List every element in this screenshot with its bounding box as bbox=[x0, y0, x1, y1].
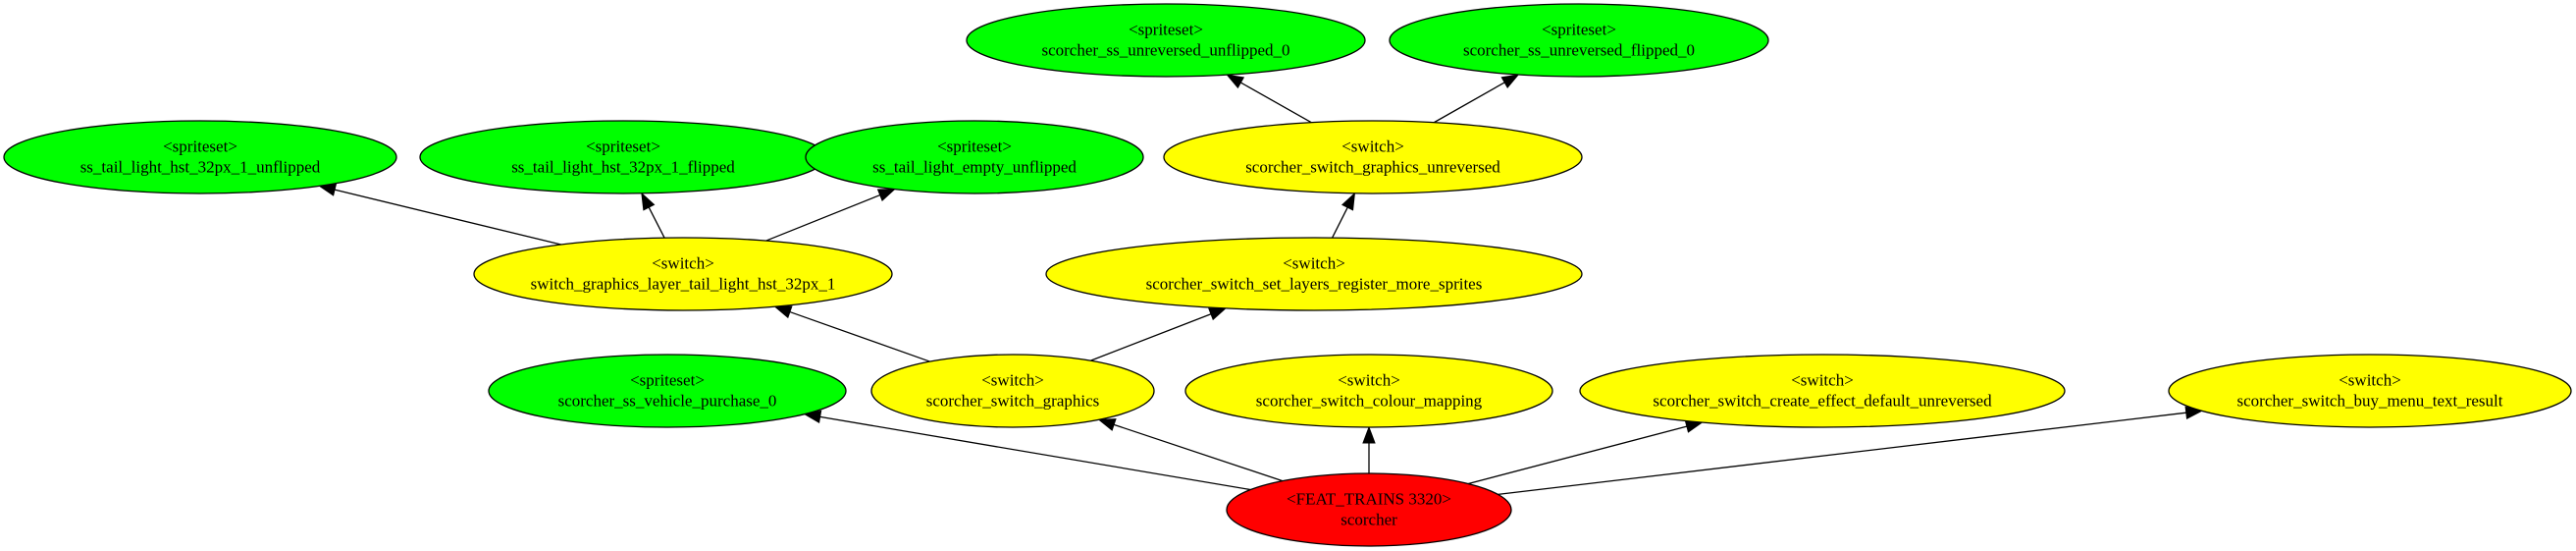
edge-line bbox=[1090, 313, 1212, 361]
node-name-label: scorcher_switch_colour_mapping bbox=[1256, 392, 1483, 411]
edge-line bbox=[789, 310, 930, 362]
node-kind-label: <spriteset> bbox=[1129, 21, 1203, 39]
spriteset-ellipse bbox=[1389, 3, 1769, 78]
edge-line bbox=[1240, 82, 1312, 124]
edge-sw_graphics-to-sw_set_layers bbox=[1090, 307, 1228, 361]
node-sw-layer-tail: <switch> switch_graphics_layer_tail_light… bbox=[473, 237, 893, 311]
node-kind-label: <switch> bbox=[1338, 371, 1400, 390]
node-sw-graphics-unrev: <switch> scorcher_switch_graphics_unrever… bbox=[1163, 120, 1583, 194]
arrowhead bbox=[1097, 418, 1117, 431]
switch-ellipse bbox=[2168, 354, 2572, 428]
spriteset-ellipse bbox=[3, 120, 397, 194]
node-kind-label: <spriteset> bbox=[1542, 21, 1616, 39]
arrowhead bbox=[1208, 307, 1228, 321]
node-name-label: ss_tail_light_hst_32px_1_unflipped bbox=[80, 158, 321, 177]
node-kind-label: <switch> bbox=[652, 254, 714, 273]
arrowhead bbox=[876, 189, 896, 201]
edge-sw_layer_tail-to-ss_tail_unflipped bbox=[318, 183, 561, 246]
node-kind-label: <FEAT_TRAINS 3320> bbox=[1287, 490, 1451, 509]
node-kind-label: <spriteset> bbox=[937, 138, 1012, 156]
node-ss-purchase: <spriteset> scorcher_ss_vehicle_purchase_… bbox=[488, 354, 847, 428]
node-name-label: scorcher_switch_graphics bbox=[926, 392, 1100, 411]
node-kind-label: <switch> bbox=[2339, 371, 2401, 390]
nodes-layer: <spriteset> scorcher_ss_unreversed_unflip… bbox=[3, 3, 2572, 547]
node-kind-label: <spriteset> bbox=[163, 138, 237, 156]
node-name-label: scorcher bbox=[1341, 511, 1397, 529]
edge-sw_graphics-to-sw_layer_tail bbox=[773, 305, 930, 362]
node-sw-buy-menu: <switch> scorcher_switch_buy_menu_text_re… bbox=[2168, 354, 2572, 428]
edge-line bbox=[1332, 206, 1348, 239]
arrowhead bbox=[641, 192, 656, 211]
node-kind-label: <switch> bbox=[1791, 371, 1854, 390]
node-root: <FEAT_TRAINS 3320> scorcher bbox=[1226, 472, 1512, 547]
arrowhead bbox=[773, 305, 793, 319]
switch-ellipse bbox=[1184, 354, 1553, 428]
edge-root-to-sw_graphics bbox=[1097, 418, 1284, 482]
node-kind-label: <spriteset> bbox=[630, 371, 705, 390]
node-ss-tail-empty: <spriteset> ss_tail_light_empty_unflipped bbox=[805, 120, 1144, 194]
node-name-label: scorcher_switch_buy_menu_text_result bbox=[2237, 392, 2503, 411]
node-name-label: ss_tail_light_hst_32px_1_flipped bbox=[511, 158, 735, 177]
arrowhead bbox=[1500, 74, 1520, 89]
arrowhead bbox=[1362, 425, 1376, 444]
node-ss-tail-flipped: <spriteset> ss_tail_light_hst_32px_1_flip… bbox=[419, 120, 827, 194]
spriteset-ellipse bbox=[488, 354, 847, 428]
edge-sw_layer_tail-to-ss_tail_empty bbox=[765, 189, 896, 242]
arrowhead bbox=[1341, 192, 1356, 211]
edge-root-to-sw_colour bbox=[1362, 425, 1376, 473]
node-sw-set-layers: <switch> scorcher_switch_set_layers_regis… bbox=[1045, 237, 1583, 311]
node-name-label: scorcher_switch_set_layers_register_more… bbox=[1146, 275, 1483, 294]
node-name-label: scorcher_switch_graphics_unreversed bbox=[1245, 158, 1500, 177]
node-kind-label: <switch> bbox=[981, 371, 1044, 390]
node-sw-colour: <switch> scorcher_switch_colour_mapping bbox=[1184, 354, 1553, 428]
edge-line bbox=[1113, 423, 1284, 482]
node-name-label: scorcher_ss_unreversed_flipped_0 bbox=[1463, 41, 1695, 60]
spriteset-ellipse bbox=[805, 120, 1144, 194]
edge-line bbox=[1498, 412, 2186, 496]
node-sw-graphics: <switch> scorcher_switch_graphics bbox=[870, 354, 1155, 428]
node-name-label: scorcher_switch_create_effect_default_un… bbox=[1653, 392, 1992, 411]
edge-line bbox=[648, 206, 665, 239]
node-kind-label: <switch> bbox=[1341, 138, 1404, 156]
node-name-label: scorcher_ss_unreversed_unflipped_0 bbox=[1041, 41, 1289, 60]
edge-line bbox=[1468, 425, 1688, 485]
node-ss-tail-unflipped: <spriteset> ss_tail_light_hst_32px_1_unfl… bbox=[3, 120, 397, 194]
edge-sw_graphics_unrev-to-ss_unrev_flipped bbox=[1434, 74, 1520, 124]
node-kind-label: <spriteset> bbox=[586, 138, 660, 156]
arrowhead bbox=[1226, 74, 1245, 89]
root-ellipse bbox=[1226, 472, 1512, 547]
edge-sw_graphics_unrev-to-ss_unrev_unflipped bbox=[1226, 74, 1312, 124]
edges-layer bbox=[318, 74, 2204, 496]
node-name-label: scorcher_ss_vehicle_purchase_0 bbox=[558, 392, 777, 411]
switch-ellipse bbox=[870, 354, 1155, 428]
node-name-label: switch_graphics_layer_tail_light_hst_32p… bbox=[531, 275, 836, 294]
switch-ellipse bbox=[1579, 354, 2066, 428]
node-kind-label: <switch> bbox=[1283, 254, 1345, 273]
node-sw-effect: <switch> scorcher_switch_create_effect_de… bbox=[1579, 354, 2066, 428]
edge-line bbox=[765, 193, 881, 242]
edge-line bbox=[1434, 82, 1505, 124]
edge-line bbox=[334, 189, 561, 246]
edge-line bbox=[819, 415, 1251, 491]
switch-ellipse bbox=[473, 237, 893, 311]
edge-sw_layer_tail-to-ss_tail_flipped bbox=[641, 192, 665, 239]
node-ss-unrev-unflipped: <spriteset> scorcher_ss_unreversed_unflip… bbox=[966, 3, 1366, 78]
edge-sw_set_layers-to-sw_graphics_unrev bbox=[1332, 192, 1356, 239]
spriteset-ellipse bbox=[966, 3, 1366, 78]
node-ss-unrev-flipped: <spriteset> scorcher_ss_unreversed_flippe… bbox=[1389, 3, 1769, 78]
node-name-label: ss_tail_light_empty_unflipped bbox=[872, 158, 1077, 177]
switch-ellipse bbox=[1045, 237, 1583, 311]
switch-ellipse bbox=[1163, 120, 1583, 194]
